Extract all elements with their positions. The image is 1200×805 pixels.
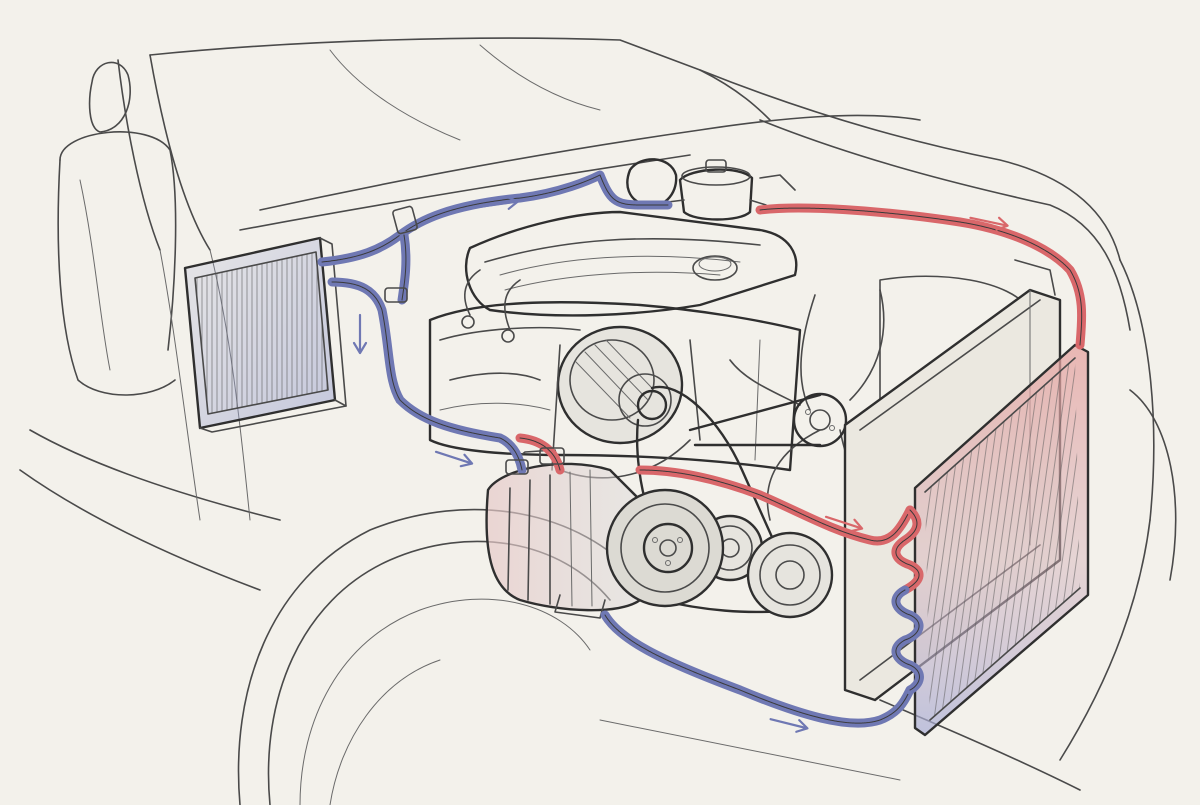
flow-arrow-cold <box>769 718 809 733</box>
condenser-coil <box>891 505 924 695</box>
hose-outline <box>604 614 911 724</box>
hose-clamps <box>384 205 565 475</box>
cold-line-upper <box>317 170 673 267</box>
flow-arrow-hot <box>824 515 864 533</box>
flow-arrow-cold <box>352 313 368 355</box>
flow-arrow-hot <box>969 216 1009 231</box>
hose-outline <box>401 234 407 301</box>
hose-outline <box>895 589 920 691</box>
flow-arrows <box>352 195 1009 733</box>
evaporator-core-icon <box>183 236 347 433</box>
hose-outline <box>759 207 1083 346</box>
flow-arrow-cold <box>479 195 519 210</box>
hose-outline <box>331 281 523 471</box>
condenser-icon <box>913 343 1090 737</box>
flow-arrow-cold <box>434 450 474 468</box>
hose-outline <box>895 509 920 591</box>
cold-refrigerant-line <box>317 170 915 728</box>
car-body-outline <box>19 37 1177 791</box>
ac-compressor-icon <box>485 449 725 619</box>
